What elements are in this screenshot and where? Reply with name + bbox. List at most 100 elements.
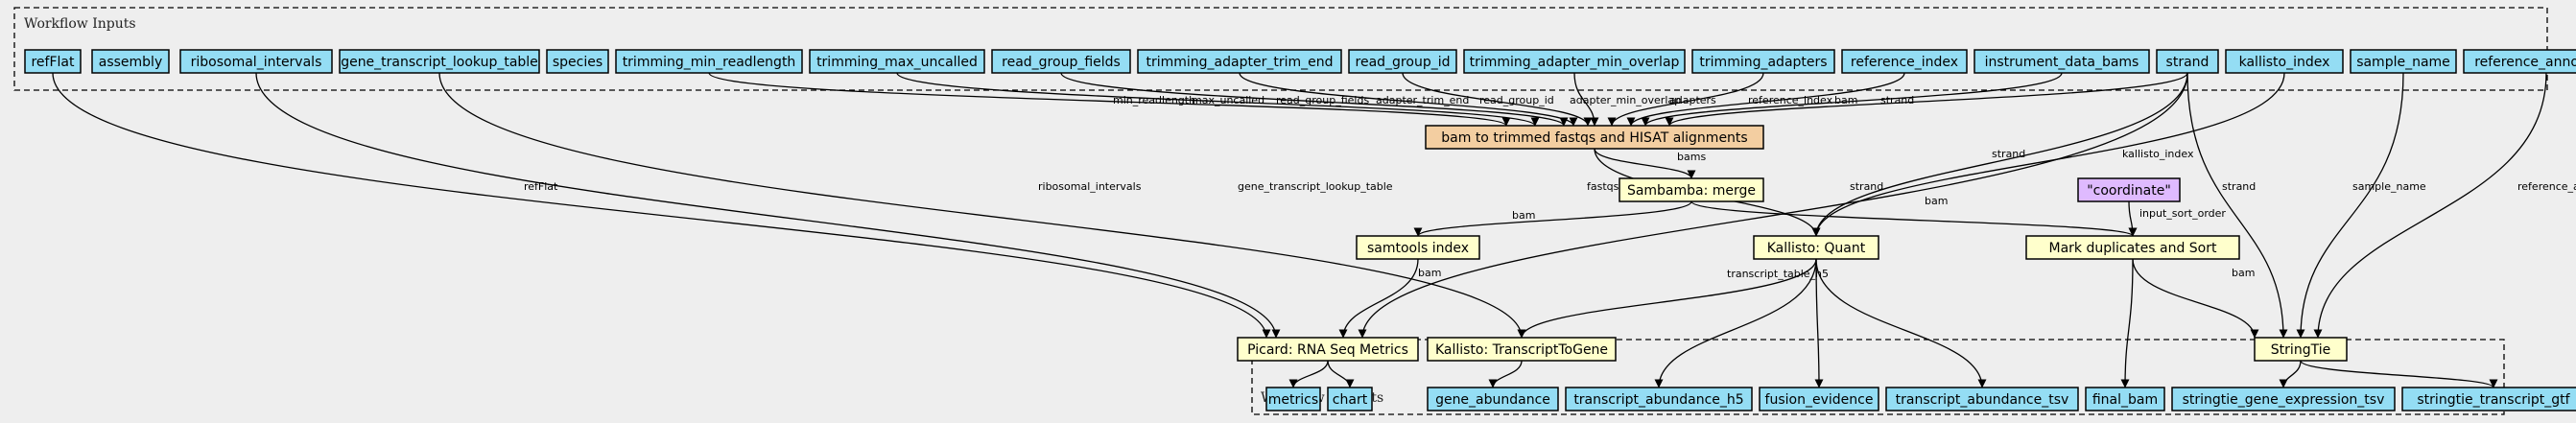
node-instrument-data-bams: instrument_data_bams: [1973, 49, 2150, 74]
edge-kallisto-quant-to-kallisto-t2g: [1517, 258, 1817, 339]
node-box: [2156, 49, 2219, 74]
edge-reference-annotation-to-stringtie: [2313, 72, 2547, 339]
node-box: [2463, 49, 2576, 74]
edge-label: bams: [1677, 151, 1706, 163]
edge-sambamba-merge-to-samtools-index: [1413, 200, 1692, 237]
edges-layer: [52, 72, 2547, 388]
node-bam-to-trimmed: bam to trimmed fastqs and HISAT alignmen…: [1425, 125, 1764, 150]
edge-label: fastqs: [1587, 180, 1619, 193]
node-trimming-max-uncalled: trimming_max_uncalled: [809, 49, 985, 74]
edge-ribosomal-intervals-to-picard-rnaseq: [255, 72, 1281, 339]
edge-label: adapter_trim_end: [1376, 94, 1469, 106]
node-kallisto-index: kallisto_index: [2225, 49, 2344, 74]
node-label: species: [553, 55, 603, 70]
node-refflat: refFlat: [24, 49, 82, 74]
edge-label: strand: [1992, 148, 2025, 160]
node-box: [1841, 49, 1968, 74]
edge-label: bam: [1418, 267, 1441, 279]
node-box: [1691, 49, 1835, 74]
node-label: Picard: RNA Seq Metrics: [1247, 342, 1408, 358]
edge-label: ribosomal_intervals: [1038, 180, 1142, 193]
node-box: [615, 49, 803, 74]
edge-label: bam: [1512, 209, 1535, 222]
node-box: [1356, 235, 1480, 260]
edge-mark-duplicates-to-final-bam: [2120, 258, 2134, 388]
node-kallisto-t2g: Kallisto: TranscriptToGene: [1427, 337, 1617, 362]
node-box: [2025, 235, 2240, 260]
node-label: stringtie_transcript_gtf: [2417, 392, 2570, 408]
edge-label: reference_annotation: [2517, 180, 2576, 193]
edge-sample-name-to-stringtie: [2296, 72, 2404, 339]
node-box: [2401, 387, 2576, 411]
edge-instrument-data-bams-to-bam-to-trimmed: [1641, 72, 2063, 127]
node-box: [1427, 387, 1559, 411]
edge-label: strand: [2222, 180, 2256, 193]
edge-kallisto-quant-to-fusion-evidence: [1814, 258, 1824, 388]
edge-bam-to-trimmed-to-sambamba-merge: [1594, 148, 1696, 179]
edge-label: kallisto_index: [2122, 148, 2194, 160]
node-box: [91, 49, 170, 74]
node-mark-duplicates: Mark duplicates and Sort: [2025, 235, 2240, 260]
node-box: [546, 49, 609, 74]
edge-mark-duplicates-to-stringtie: [2132, 258, 2259, 339]
outputs-cluster-frame: [1251, 339, 2505, 415]
nodes-layer: refFlat assembly ribosomal_intervals gene_t…: [24, 49, 2576, 411]
node-box: [339, 49, 540, 74]
node-box: [1885, 387, 2079, 411]
node-reference-annotation: reference_annotation: [2463, 49, 2576, 74]
edge-label: bam: [2232, 267, 2255, 279]
node-transcript-abundance-tsv: transcript_abundance_tsv: [1885, 387, 2079, 411]
node-label: assembly: [99, 55, 162, 70]
edge-trimming-adapter-trim-end-to-bam-to-trimmed: [1239, 72, 1578, 127]
edge-label: read_group_id: [1479, 94, 1554, 106]
edge-trimming-min-readlength-to-bam-to-trimmed: [708, 72, 1511, 127]
edge-kallisto-quant-to-transcript-abundance-h5: [1654, 258, 1817, 388]
edge-refflat-to-picard-rnaseq: [52, 72, 1271, 339]
node-label: instrument_data_bams: [1985, 55, 2139, 70]
node-strand: strand: [2156, 49, 2219, 74]
edge-kallisto-quant-to-transcript-abundance-tsv: [1815, 258, 1987, 388]
edge-label: transcript_table_h5: [1727, 268, 1829, 280]
node-assembly: assembly: [91, 49, 170, 74]
node-sample-name: sample_name: [2350, 49, 2457, 74]
node-gene-transcript-lookup-table: gene_transcript_lookup_table: [339, 49, 540, 74]
node-picard-rnaseq: Picard: RNA Seq Metrics: [1237, 337, 1419, 362]
edge-strand-to-bam-to-trimmed: [1665, 72, 2188, 127]
node-kallisto-quant: Kallisto: Quant: [1753, 235, 1879, 260]
node-stringtie-transcript-gtf: stringtie_transcript_gtf: [2401, 387, 2576, 411]
node-label: trimming_min_readlength: [623, 55, 796, 70]
node-box: [2254, 337, 2348, 362]
edge-label: reference_index: [1748, 94, 1833, 106]
edge-label: refFlat: [524, 180, 558, 193]
node-coordinate: "coordinate": [2077, 177, 2181, 202]
node-label: fusion_evidence: [1765, 392, 1874, 408]
node-label: read_group_id: [1356, 55, 1451, 70]
edge-trimming-adapters-to-bam-to-trimmed: [1607, 72, 1764, 127]
node-box: [2350, 49, 2457, 74]
node-label: samtools index: [1367, 241, 1469, 256]
node-box: [2225, 49, 2344, 74]
edge-label: input_sort_order: [2139, 207, 2226, 220]
node-box: [1327, 387, 1373, 411]
inputs-cluster-frame: [13, 7, 2548, 91]
node-box: [1425, 125, 1764, 150]
node-trimming-min-readlength: trimming_min_readlength: [615, 49, 803, 74]
edge-gene-transcript-lookup-table-to-kallisto-t2g: [438, 72, 1526, 339]
edge-label: bam: [1925, 195, 1948, 207]
inputs-cluster-title: Workflow Inputs: [24, 16, 136, 32]
edge-kallisto-t2g-to-gene-abundance: [1488, 360, 1523, 388]
node-reference-index: reference_index: [1841, 49, 1968, 74]
node-samtools-index: samtools index: [1356, 235, 1480, 260]
node-trimming-adapter-min-overlap: trimming_adapter_min_overlap: [1463, 49, 1686, 74]
edge-coordinate-to-mark-duplicates: [2128, 200, 2138, 237]
edge-label: strand: [1850, 180, 1883, 193]
node-box: [24, 49, 82, 74]
node-read-group-id: read_group_id: [1348, 49, 1457, 74]
node-box: [179, 49, 333, 74]
node-label: kallisto_index: [2239, 55, 2330, 70]
node-transcript-abundance-h5: transcript_abundance_h5: [1565, 387, 1753, 411]
node-label: read_group_fields: [1002, 55, 1121, 70]
node-final-bam: final_bam: [2085, 387, 2165, 411]
edge-stringtie-to-stringtie-transcript-gtf: [2300, 360, 2498, 388]
